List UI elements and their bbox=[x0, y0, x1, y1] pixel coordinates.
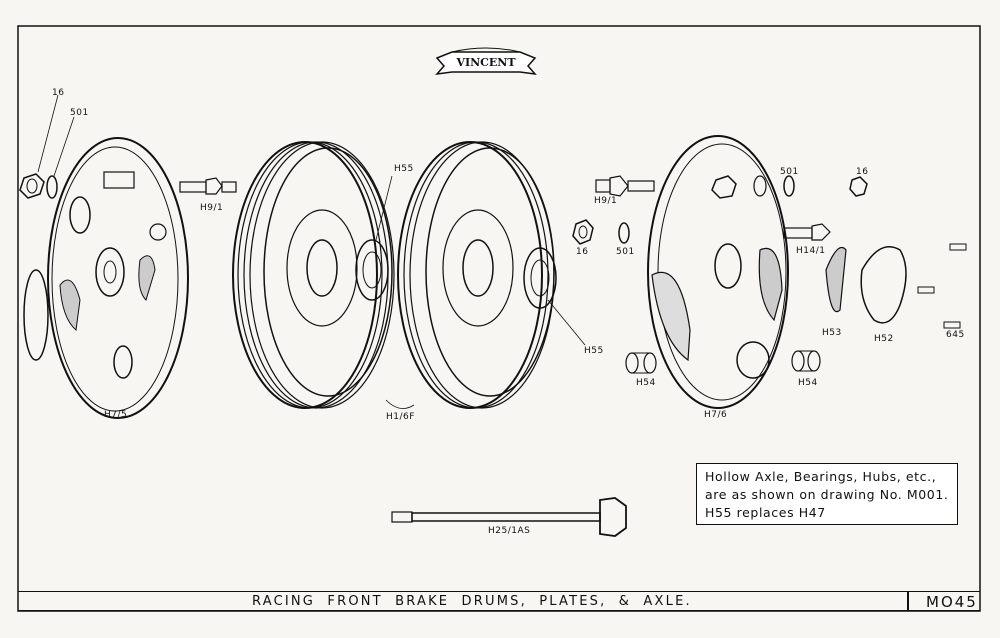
stud-h9-1-left bbox=[179, 177, 237, 195]
axle-h25-1as bbox=[391, 497, 627, 537]
bush-h54-right bbox=[791, 350, 821, 372]
vincent-logo: VINCENT bbox=[435, 47, 537, 76]
brake-drum-1 bbox=[232, 141, 395, 409]
cover-h53 bbox=[825, 246, 847, 313]
label-16-mid: 16 bbox=[576, 247, 589, 257]
label-h52: H52 bbox=[874, 334, 894, 344]
screws-645 bbox=[917, 243, 967, 329]
title-bar bbox=[18, 591, 980, 611]
nut-16-left bbox=[19, 94, 75, 199]
label-h55-top: H55 bbox=[394, 164, 414, 174]
label-16-left: 16 bbox=[52, 88, 65, 98]
bush-h54-left bbox=[625, 352, 657, 374]
title-divider bbox=[907, 591, 909, 611]
note-box: Hollow Axle, Bearings, Hubs, etc., are a… bbox=[696, 463, 958, 525]
note-line-2: are as shown on drawing No. M001. bbox=[705, 487, 949, 502]
brake-drum-2 bbox=[385, 141, 586, 409]
label-h55-right: H55 bbox=[584, 346, 604, 356]
label-h14-1: H14/1 bbox=[796, 246, 826, 256]
stud-h14-1 bbox=[783, 223, 831, 241]
note-line-1: Hollow Axle, Bearings, Hubs, etc., bbox=[705, 469, 937, 484]
label-h54-left: H54 bbox=[636, 378, 656, 388]
label-501-right: 501 bbox=[780, 167, 799, 177]
label-h53: H53 bbox=[822, 328, 842, 338]
cover-h52 bbox=[860, 246, 907, 324]
label-h1-6f: H1/6F bbox=[386, 412, 415, 422]
label-h9-1-left: H9/1 bbox=[200, 203, 224, 213]
brake-plate-left bbox=[23, 137, 189, 419]
brake-plate-right bbox=[647, 135, 789, 409]
label-501-mid: 501 bbox=[616, 247, 635, 257]
washer-501-right bbox=[783, 175, 868, 197]
label-16-right: 16 bbox=[856, 167, 869, 177]
label-501-left: 501 bbox=[70, 108, 89, 118]
sheet-border bbox=[17, 25, 981, 612]
stud-h9-1-right bbox=[595, 175, 655, 197]
svg-text:VINCENT: VINCENT bbox=[455, 56, 516, 69]
label-645: 645 bbox=[946, 330, 965, 340]
label-h7-6: H7/6 bbox=[704, 410, 728, 420]
label-h9-1-right: H9/1 bbox=[594, 196, 618, 206]
drawing-number: MO45 bbox=[926, 593, 978, 611]
label-h7-5: H7/5 bbox=[104, 410, 128, 420]
label-h54-right: H54 bbox=[798, 378, 818, 388]
drawing-title: RACING FRONT BRAKE DRUMS, PLATES, & AXLE… bbox=[252, 594, 692, 609]
note-line-3: H55 replaces H47 bbox=[705, 505, 826, 520]
label-h25-1as: H25/1AS bbox=[488, 526, 531, 536]
nut-16-mid bbox=[572, 219, 630, 245]
